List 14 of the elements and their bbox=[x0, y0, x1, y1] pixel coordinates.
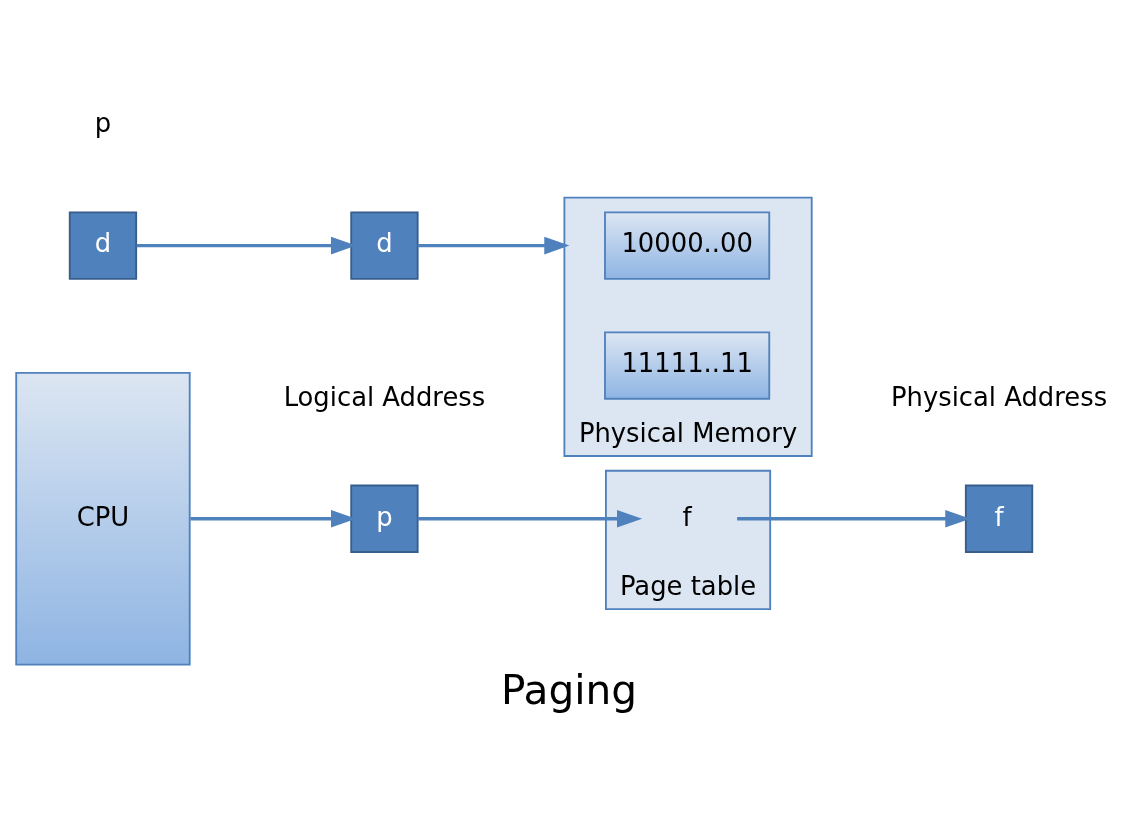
label: Physical Address bbox=[890, 381, 1108, 412]
arrow bbox=[417, 236, 570, 255]
node-box: f bbox=[964, 484, 1034, 553]
label: Logical Address bbox=[283, 381, 486, 412]
arrow bbox=[417, 509, 643, 528]
node-box: p bbox=[350, 484, 419, 553]
node-box: d bbox=[68, 211, 138, 280]
node-box: d bbox=[350, 211, 419, 280]
node-box: 10000..00 bbox=[604, 211, 771, 280]
label: p bbox=[94, 108, 112, 139]
caption: Paging bbox=[500, 666, 638, 715]
node-text: f bbox=[682, 501, 692, 532]
node-box: 11111..11 bbox=[604, 331, 771, 400]
node-box: CPU bbox=[15, 372, 191, 666]
